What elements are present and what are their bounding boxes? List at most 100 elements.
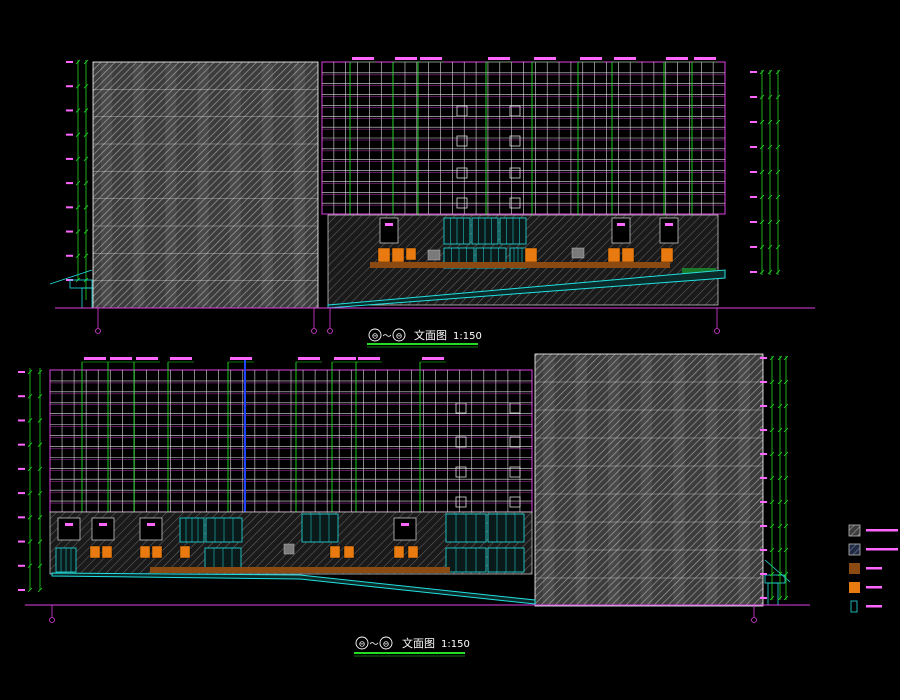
orange-panel (405, 247, 417, 261)
lower-title-axis-to: ⊖ (383, 640, 390, 649)
dimension-text-mark (66, 133, 73, 136)
upper-right-dimension-ticks (750, 69, 781, 275)
upper-title-text: 文面图 (414, 328, 447, 342)
lower-left-dimension-chain (29, 368, 41, 590)
dimension-text-mark (760, 477, 767, 479)
orange-panel (391, 247, 405, 263)
dimension-tick (769, 355, 775, 361)
dimension-tick (27, 490, 33, 496)
dimension-tick (769, 403, 775, 409)
grey-panel (283, 543, 295, 555)
dimension-tick (769, 451, 775, 457)
callout-tag (334, 357, 356, 360)
podium-window (91, 517, 115, 541)
lower-ground-ramp (51, 572, 536, 605)
dimension-tick (27, 515, 33, 520)
dimension-tick (75, 132, 81, 137)
dimension-tick (783, 475, 789, 481)
dimension-tick (37, 587, 43, 593)
dimension-tick (75, 205, 81, 210)
dimension-tick (777, 379, 783, 385)
dimension-tick (783, 355, 789, 361)
dimension-tick (37, 442, 43, 447)
upper-podium-shopfronts (370, 217, 716, 274)
dimension-tick (767, 94, 773, 100)
orange-panel (101, 545, 113, 559)
dimension-tick (27, 369, 33, 375)
callout-tag (420, 57, 442, 60)
dimension-tick (759, 119, 765, 125)
legend-label-mark (866, 529, 898, 532)
lower-right-tower-facade (534, 353, 764, 607)
panel-box (509, 496, 521, 508)
dimension-tick (27, 466, 33, 472)
dimension-text-mark (760, 381, 767, 383)
tower-band (575, 356, 587, 604)
dimension-text-mark (18, 516, 25, 519)
dimension-tick (83, 205, 89, 210)
panel-box (455, 496, 467, 508)
upper-ground-ramp (327, 269, 726, 309)
dimension-text-mark (750, 196, 757, 198)
dimension-tick (783, 595, 789, 601)
dimension-text-mark (760, 453, 767, 455)
dimension-tick (75, 83, 81, 89)
podium-window (139, 517, 163, 541)
dimension-tick (75, 156, 81, 162)
dimension-tick (83, 229, 89, 234)
dimension-text-mark (66, 157, 73, 160)
dimension-text-mark (750, 221, 757, 223)
lower-left-dimension-ticks (18, 369, 43, 593)
dimension-tick (27, 539, 33, 544)
panel-box (509, 105, 521, 117)
dimension-tick (83, 156, 89, 162)
dimension-text-mark (66, 206, 73, 209)
dimension-tick (777, 451, 783, 457)
dimension-tick (759, 94, 765, 100)
dimension-text-mark (760, 549, 767, 551)
dimension-text-mark (750, 171, 757, 173)
dimension-tick (767, 144, 773, 150)
legend-label-mark (866, 605, 882, 608)
dimension-tick (75, 108, 81, 113)
dimension-text-mark (750, 271, 757, 273)
podium-window (379, 217, 399, 244)
dimension-text-mark (760, 357, 767, 359)
tower-band (197, 64, 209, 306)
dimension-tick (767, 244, 773, 250)
panel-box (509, 436, 521, 448)
dimension-text-mark (18, 589, 25, 591)
upper-elevation-title: ⊖ 〜 ⊖ 文面图 1:150 (367, 328, 482, 348)
legend-swatch-glass (850, 600, 858, 613)
panel-box (509, 135, 521, 147)
callout-tag (298, 357, 320, 360)
window-tag (401, 523, 409, 526)
orange-panel (139, 545, 151, 559)
tower-band (133, 64, 145, 306)
lower-title-scale: 1:150 (441, 639, 470, 650)
callout-tag (534, 57, 556, 60)
callout-tag (694, 57, 716, 60)
tower-band (673, 356, 685, 604)
callout-tag (84, 357, 106, 360)
dimension-tick (37, 490, 43, 496)
dimension-text-mark (66, 109, 73, 112)
dimension-tick (27, 393, 33, 399)
dimension-tick (37, 369, 43, 375)
dimension-text-mark (66, 61, 73, 63)
panel-box (456, 197, 468, 209)
lower-elevation-title: ⊖ 〜 ⊖ 文面图 1:150 (354, 636, 470, 657)
panel-box (509, 402, 521, 414)
grey-panel (427, 249, 441, 261)
dimension-tick (767, 219, 773, 225)
dimension-tick (759, 219, 765, 225)
orange-panel (607, 247, 621, 263)
lower-right-dimension-chain (771, 356, 787, 600)
tower-band (608, 356, 620, 604)
callout-tag (358, 357, 380, 360)
dimension-tick (783, 499, 789, 505)
dimension-tick (83, 132, 89, 137)
legend-swatch-hatch-grey (848, 524, 861, 537)
dimension-tick (37, 539, 43, 544)
